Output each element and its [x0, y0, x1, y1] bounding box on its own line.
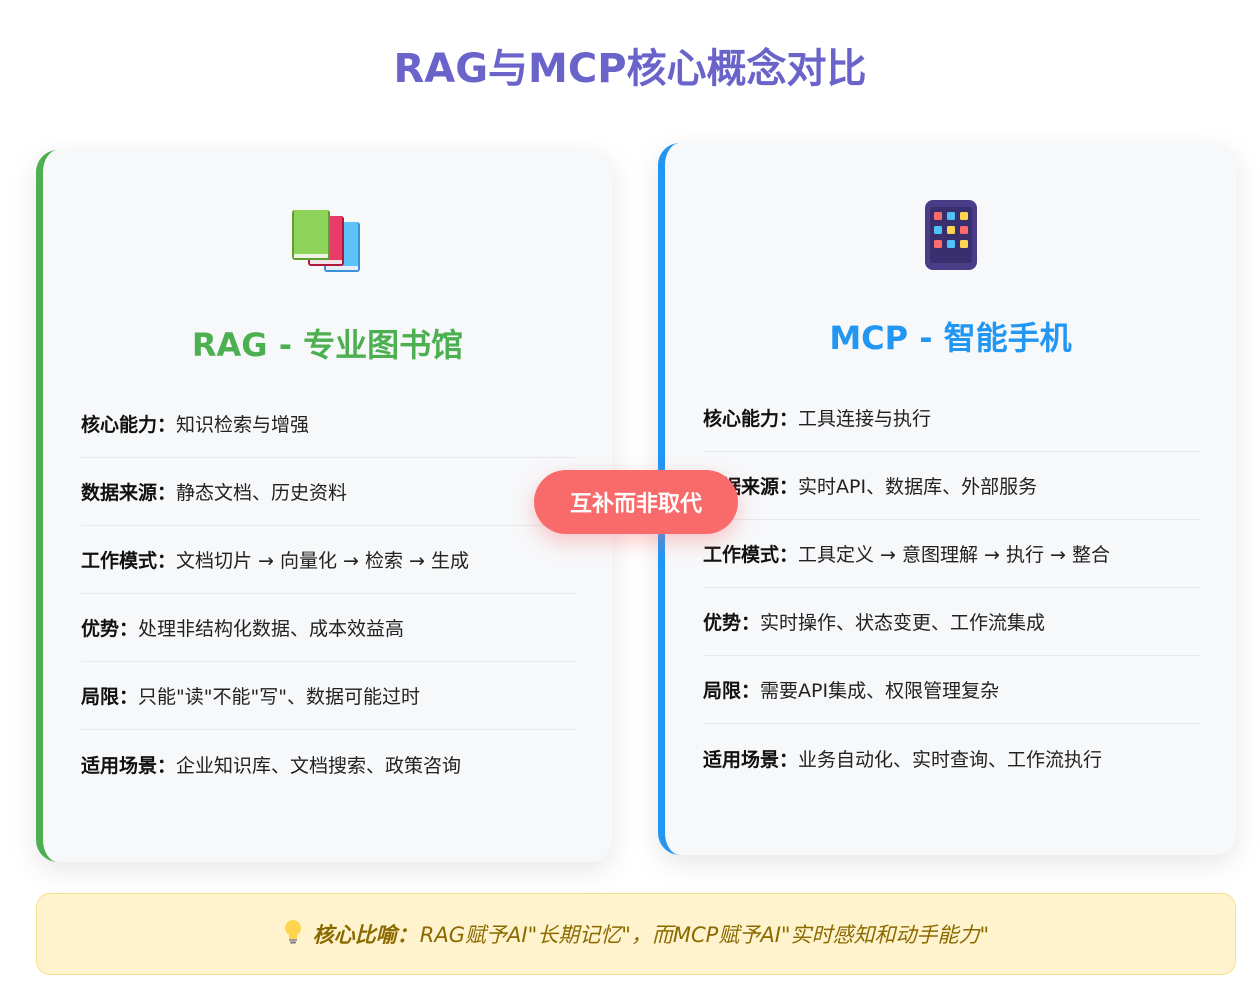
rag-row-advantages: 优势：处理非结构化数据、成本效益高	[81, 594, 576, 662]
rag-icon-wrap	[43, 208, 612, 282]
row-label: 优势：	[703, 612, 761, 634]
row-label: 工作模式：	[703, 544, 799, 566]
row-label: 核心能力：	[81, 414, 177, 436]
row-value: 实时操作、状态变更、工作流集成	[760, 612, 1046, 634]
mcp-feature-list: 核心能力：工具连接与执行 数据来源：实时API、数据库、外部服务 工作模式：工具…	[703, 384, 1200, 792]
row-value: 知识检索与增强	[176, 414, 310, 436]
row-value: 处理非结构化数据、成本效益高	[138, 618, 405, 640]
rag-card: RAG - 专业图书馆 核心能力：知识检索与增强 数据来源：静态文档、历史资料 …	[36, 150, 612, 862]
books-icon	[291, 210, 360, 272]
smartphone-icon	[924, 200, 977, 270]
rag-row-work-mode: 工作模式：文档切片 → 向量化 → 检索 → 生成	[81, 526, 576, 594]
row-label: 适用场景：	[703, 748, 799, 771]
row-value: 需要API集成、权限管理复杂	[760, 680, 1000, 702]
rag-row-limitations: 局限：只能"读"不能"写"、数据可能过时	[81, 662, 576, 730]
mcp-row-core-capability: 核心能力：工具连接与执行	[703, 384, 1200, 452]
row-value: 实时API、数据库、外部服务	[798, 476, 1038, 498]
rag-row-use-cases: 适用场景：企业知识库、文档搜索、政策咨询	[81, 730, 576, 798]
mcp-row-use-cases: 适用场景：业务自动化、实时查询、工作流执行	[703, 724, 1200, 792]
row-label: 核心能力：	[703, 408, 799, 430]
rag-feature-list: 核心能力：知识检索与增强 数据来源：静态文档、历史资料 工作模式：文档切片 → …	[81, 390, 576, 798]
mcp-card-title: MCP - 智能手机	[829, 319, 1072, 357]
row-value: 静态文档、历史资料	[176, 482, 348, 504]
row-label: 工作模式：	[81, 550, 177, 572]
row-label: 优势：	[81, 618, 139, 640]
mcp-row-advantages: 优势：实时操作、状态变更、工作流集成	[703, 588, 1200, 656]
mcp-row-limitations: 局限：需要API集成、权限管理复杂	[703, 656, 1200, 724]
row-value: 工具定义 → 意图理解 → 执行 → 整合	[798, 544, 1111, 566]
row-label: 适用场景：	[81, 754, 177, 777]
mcp-row-work-mode: 工作模式：工具定义 → 意图理解 → 执行 → 整合	[703, 520, 1200, 588]
row-value: 文档切片 → 向量化 → 检索 → 生成	[176, 550, 470, 572]
page-title: RAG与MCP核心概念对比	[393, 46, 867, 92]
row-label: 局限：	[703, 680, 761, 702]
rag-row-core-capability: 核心能力：知识检索与增强	[81, 390, 576, 458]
metaphor-label: 核心比喻：	[312, 923, 418, 947]
mcp-card: MCP - 智能手机 核心能力：工具连接与执行 数据来源：实时API、数据库、外…	[658, 143, 1236, 855]
rag-card-title: RAG - 专业图书馆	[191, 326, 464, 364]
row-label: 数据来源：	[81, 482, 177, 504]
core-metaphor-banner: 核心比喻： RAG赋予AI"长期记忆"，而MCP赋予AI"实时感知和动手能力"	[36, 893, 1236, 975]
metaphor-text: RAG赋予AI"长期记忆"，而MCP赋予AI"实时感知和动手能力"	[419, 923, 990, 947]
mcp-row-data-source: 数据来源：实时API、数据库、外部服务	[703, 452, 1200, 520]
mcp-icon-wrap	[665, 199, 1236, 275]
row-value: 业务自动化、实时查询、工作流执行	[798, 748, 1103, 771]
row-value: 企业知识库、文档搜索、政策咨询	[176, 754, 462, 777]
row-label: 局限：	[81, 686, 139, 708]
row-value: 工具连接与执行	[798, 408, 932, 430]
lightbulb-icon	[283, 919, 303, 950]
rag-row-data-source: 数据来源：静态文档、历史资料	[81, 458, 576, 526]
row-value: 只能"读"不能"写"、数据可能过时	[138, 686, 420, 708]
complementary-badge: 互补而非取代	[534, 470, 738, 534]
